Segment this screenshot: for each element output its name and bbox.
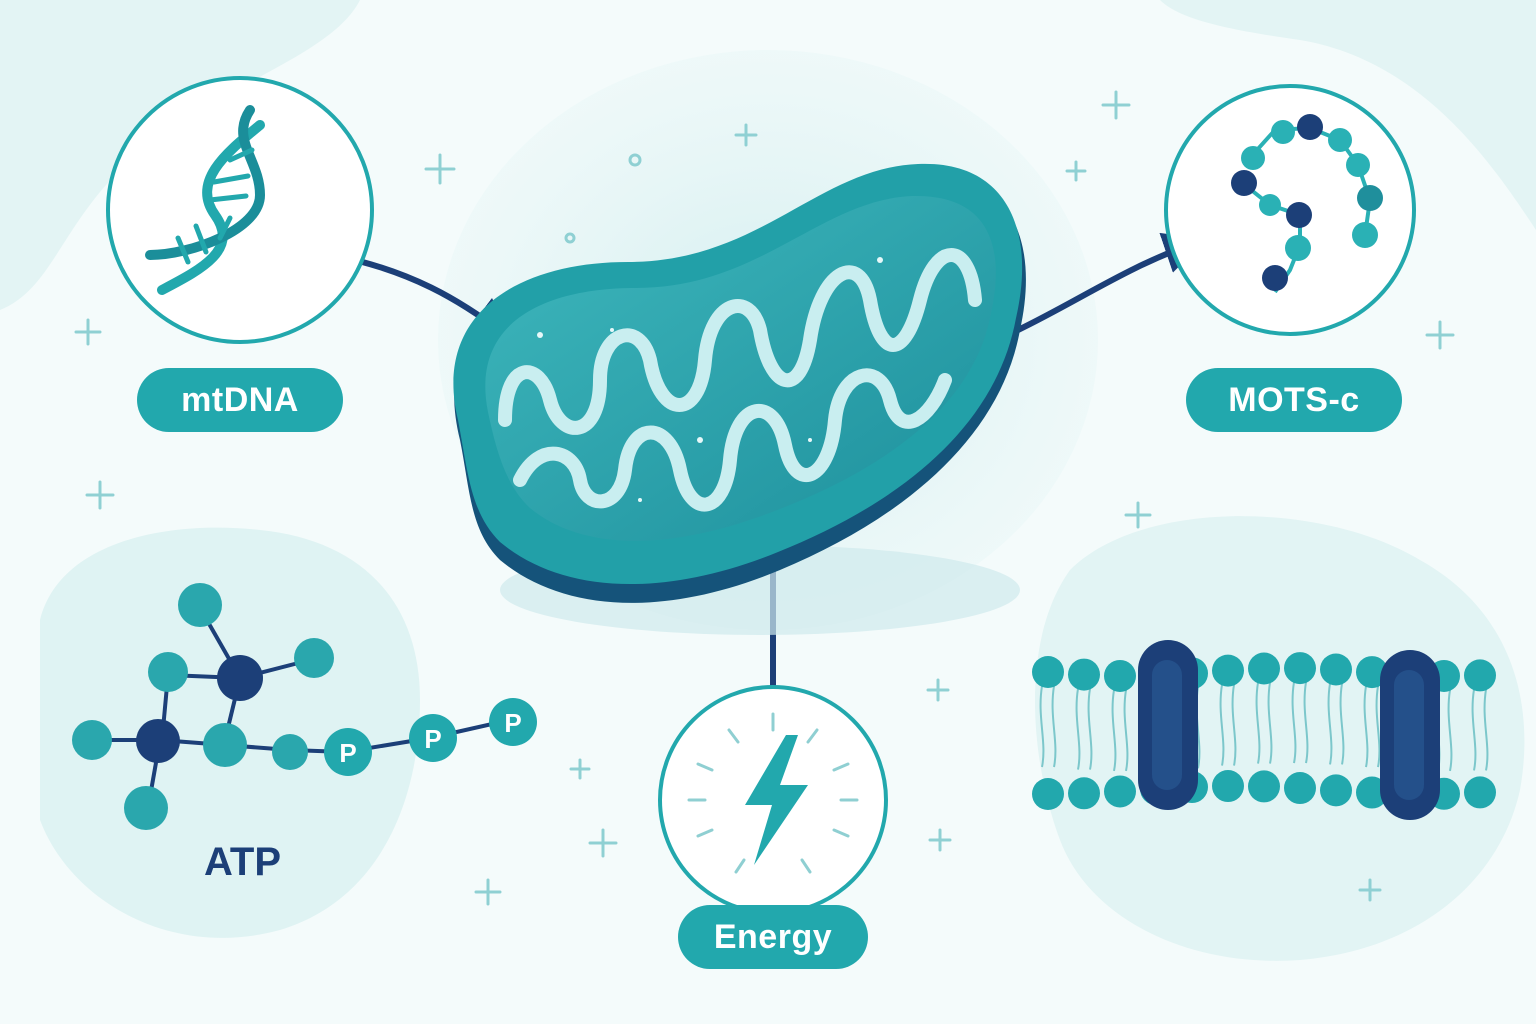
lipid-tail [1303, 681, 1309, 764]
phosphate-label: P [339, 738, 356, 768]
mots-c-circle [1164, 84, 1416, 336]
lipid-tail [1087, 688, 1093, 770]
phosphate-label: P [504, 708, 521, 738]
membrane-channel [1380, 650, 1440, 820]
peptide-chain-icon [1231, 114, 1383, 294]
phosphate-group: P P P [324, 698, 537, 776]
lipid-head [1068, 777, 1100, 810]
lipid-bilayer-icon [1032, 640, 1496, 820]
atp-molecule-icon: P P P [72, 583, 537, 830]
lipid-head [1284, 772, 1316, 805]
lipid-tail [1363, 685, 1369, 768]
lipid-head [1248, 652, 1280, 685]
lipid-head [1032, 656, 1064, 688]
membrane-channel [1138, 640, 1198, 810]
energy-circle [658, 685, 888, 915]
lipid-head [1464, 659, 1496, 692]
lipid-head [1320, 774, 1352, 807]
lipid-tail [1051, 685, 1057, 768]
energy-label: Energy [678, 905, 868, 969]
mots-c-label: MOTS-c [1186, 368, 1402, 432]
lipid-tail [1471, 689, 1477, 771]
lightning-bolt-icon [687, 712, 859, 874]
lipid-tail [1291, 681, 1297, 764]
lipid-tail [1111, 689, 1117, 772]
lipid-tail [1447, 689, 1453, 772]
lipid-tail [1483, 689, 1489, 771]
lipid-tail [1375, 685, 1381, 768]
dna-helix-icon [145, 105, 266, 295]
sparkle-icons [74, 90, 1455, 906]
lipid-head [1104, 659, 1136, 692]
lipid-tail [1327, 683, 1333, 765]
lipid-head [1284, 652, 1316, 685]
lipid-tail [1039, 685, 1045, 768]
lipid-tail [1123, 689, 1129, 772]
lipid-head [1212, 770, 1244, 803]
lipid-head [1212, 654, 1244, 687]
lipid-tail [1231, 684, 1237, 766]
lipid-head [1464, 776, 1496, 809]
mitochondrion-icon [453, 163, 1026, 635]
mtdna-label: mtDNA [137, 368, 343, 432]
lipid-tail [1219, 684, 1225, 766]
lipid-tail [1267, 682, 1273, 764]
lipid-head [1032, 778, 1064, 810]
lipid-head [1248, 770, 1280, 803]
lipid-tail [1075, 688, 1081, 770]
lipid-head [1320, 653, 1352, 686]
lipid-head [1104, 775, 1136, 808]
mtdna-circle [106, 76, 374, 344]
phosphate-label: P [424, 724, 441, 754]
lipid-tail [1339, 683, 1345, 765]
lipid-head [1068, 658, 1100, 691]
lipid-tail [1255, 682, 1261, 764]
atp-label: ATP [204, 840, 282, 884]
